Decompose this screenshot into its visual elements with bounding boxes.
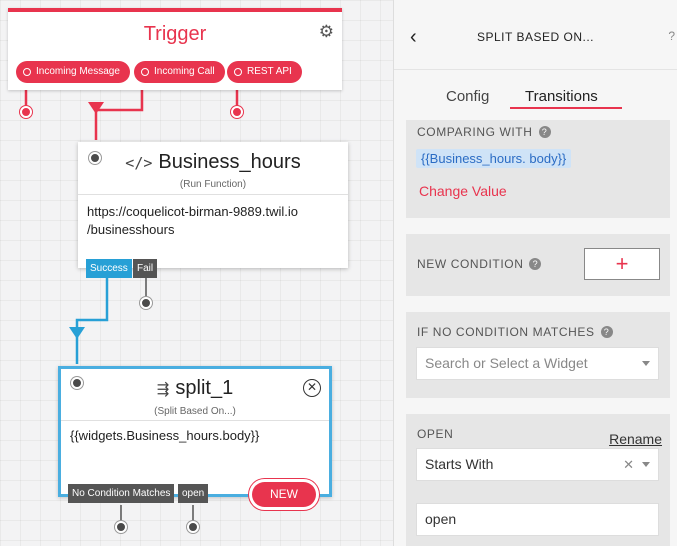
flow-canvas[interactable]: Trigger ⚙ Incoming Message Incoming Call… bbox=[0, 0, 393, 546]
active-tab-indicator bbox=[510, 107, 622, 109]
comparing-value: {{Business_hours. body}} bbox=[416, 149, 572, 168]
new-condition-label-row: NEW CONDITION? bbox=[417, 257, 542, 271]
fail-handle[interactable] bbox=[140, 297, 152, 309]
new-transition-button[interactable]: NEW bbox=[252, 482, 316, 507]
rename-link[interactable]: Rename bbox=[609, 431, 662, 447]
no-match-section: IF NO CONDITION MATCHES? Search or Selec… bbox=[406, 312, 670, 398]
config-panel: ‹ SPLIT BASED ON... ? Config Transitions… bbox=[393, 0, 677, 546]
code-icon: </> bbox=[125, 154, 153, 172]
no-match-placeholder: Search or Select a Widget bbox=[425, 355, 588, 371]
function-url-line2: /businesshours bbox=[87, 222, 175, 237]
comparing-with-label: COMPARING WITH bbox=[417, 125, 533, 139]
function-widget[interactable]: </> Business_hours (Run Function) https:/… bbox=[78, 142, 348, 268]
function-input-handle[interactable] bbox=[89, 152, 101, 164]
open-condition-label: OPEN bbox=[417, 427, 454, 441]
no-condition-handle[interactable] bbox=[115, 521, 127, 533]
transition-no-condition[interactable]: No Condition Matches bbox=[68, 484, 175, 503]
function-name: Business_hours bbox=[158, 151, 301, 173]
split-widget[interactable]: ⇶ split_1 ✕ (Split Based On...) {{widgets… bbox=[58, 366, 332, 497]
chevron-down-icon bbox=[642, 462, 650, 467]
transition-success[interactable]: Success bbox=[86, 259, 132, 278]
tab-bar: Config Transitions bbox=[394, 80, 677, 110]
chip-incoming-message[interactable]: Incoming Message bbox=[16, 61, 130, 83]
trigger-title: Trigger bbox=[143, 23, 207, 45]
new-condition-label: NEW CONDITION bbox=[417, 257, 524, 271]
new-condition-section: NEW CONDITION? + bbox=[406, 234, 670, 296]
no-match-label: IF NO CONDITION MATCHES bbox=[417, 325, 595, 339]
transition-open[interactable]: open bbox=[178, 484, 209, 503]
transition-fail[interactable]: Fail bbox=[133, 259, 158, 278]
trigger-widget[interactable]: Trigger ⚙ Incoming Message Incoming Call… bbox=[8, 8, 342, 90]
condition-value-input[interactable]: open bbox=[416, 503, 659, 536]
panel-title: SPLIT BASED ON... bbox=[477, 30, 594, 44]
help-icon[interactable]: ? bbox=[529, 258, 542, 270]
comparing-with-section: COMPARING WITH? {{Business_hours. body}}… bbox=[406, 120, 670, 218]
tab-config[interactable]: Config bbox=[446, 88, 490, 105]
chip-rest-api[interactable]: REST API bbox=[227, 61, 302, 83]
change-value-link[interactable]: Change Value bbox=[419, 183, 507, 199]
trigger-rest-handle[interactable] bbox=[231, 106, 243, 118]
chevron-down-icon bbox=[642, 361, 650, 366]
divider bbox=[61, 420, 329, 421]
split-input-handle[interactable] bbox=[71, 377, 83, 389]
function-subtitle: (Run Function) bbox=[179, 179, 247, 190]
split-icon: ⇶ bbox=[156, 381, 170, 398]
divider bbox=[78, 194, 348, 195]
add-condition-button[interactable]: + bbox=[584, 248, 660, 280]
panel-header: ‹ SPLIT BASED ON... ? bbox=[394, 0, 677, 70]
help-icon[interactable]: ? bbox=[668, 29, 675, 43]
function-url: https://coquelicot-birman-9889.twil.io /… bbox=[87, 203, 298, 239]
split-subtitle: (Split Based On...) bbox=[154, 406, 236, 417]
open-condition-section: OPEN Rename Starts With ✕ open bbox=[406, 414, 670, 546]
split-name: split_1 bbox=[175, 377, 234, 399]
help-icon[interactable]: ? bbox=[600, 326, 613, 338]
clear-icon[interactable]: ✕ bbox=[623, 457, 634, 472]
operator-value: Starts With bbox=[425, 456, 494, 472]
operator-select[interactable]: Starts With ✕ bbox=[416, 448, 659, 481]
back-icon[interactable]: ‹ bbox=[410, 26, 417, 48]
no-match-label-row: IF NO CONDITION MATCHES? bbox=[417, 325, 613, 339]
split-expression: {{widgets.Business_hours.body}} bbox=[70, 428, 260, 443]
tab-transitions[interactable]: Transitions bbox=[525, 88, 598, 105]
no-match-widget-select[interactable]: Search or Select a Widget bbox=[416, 347, 659, 380]
open-handle[interactable] bbox=[187, 521, 199, 533]
trigger-message-handle[interactable] bbox=[20, 106, 32, 118]
help-icon[interactable]: ? bbox=[538, 126, 551, 138]
close-icon[interactable]: ✕ bbox=[303, 379, 321, 397]
split-header: ⇶ split_1 bbox=[61, 377, 329, 400]
chip-incoming-call[interactable]: Incoming Call bbox=[134, 61, 225, 83]
function-url-line1: https://coquelicot-birman-9889.twil.io bbox=[87, 204, 298, 219]
function-header: </> Business_hours bbox=[78, 151, 348, 174]
comparing-with-label-row: COMPARING WITH? bbox=[417, 125, 551, 139]
gear-icon[interactable]: ⚙ bbox=[318, 22, 334, 41]
